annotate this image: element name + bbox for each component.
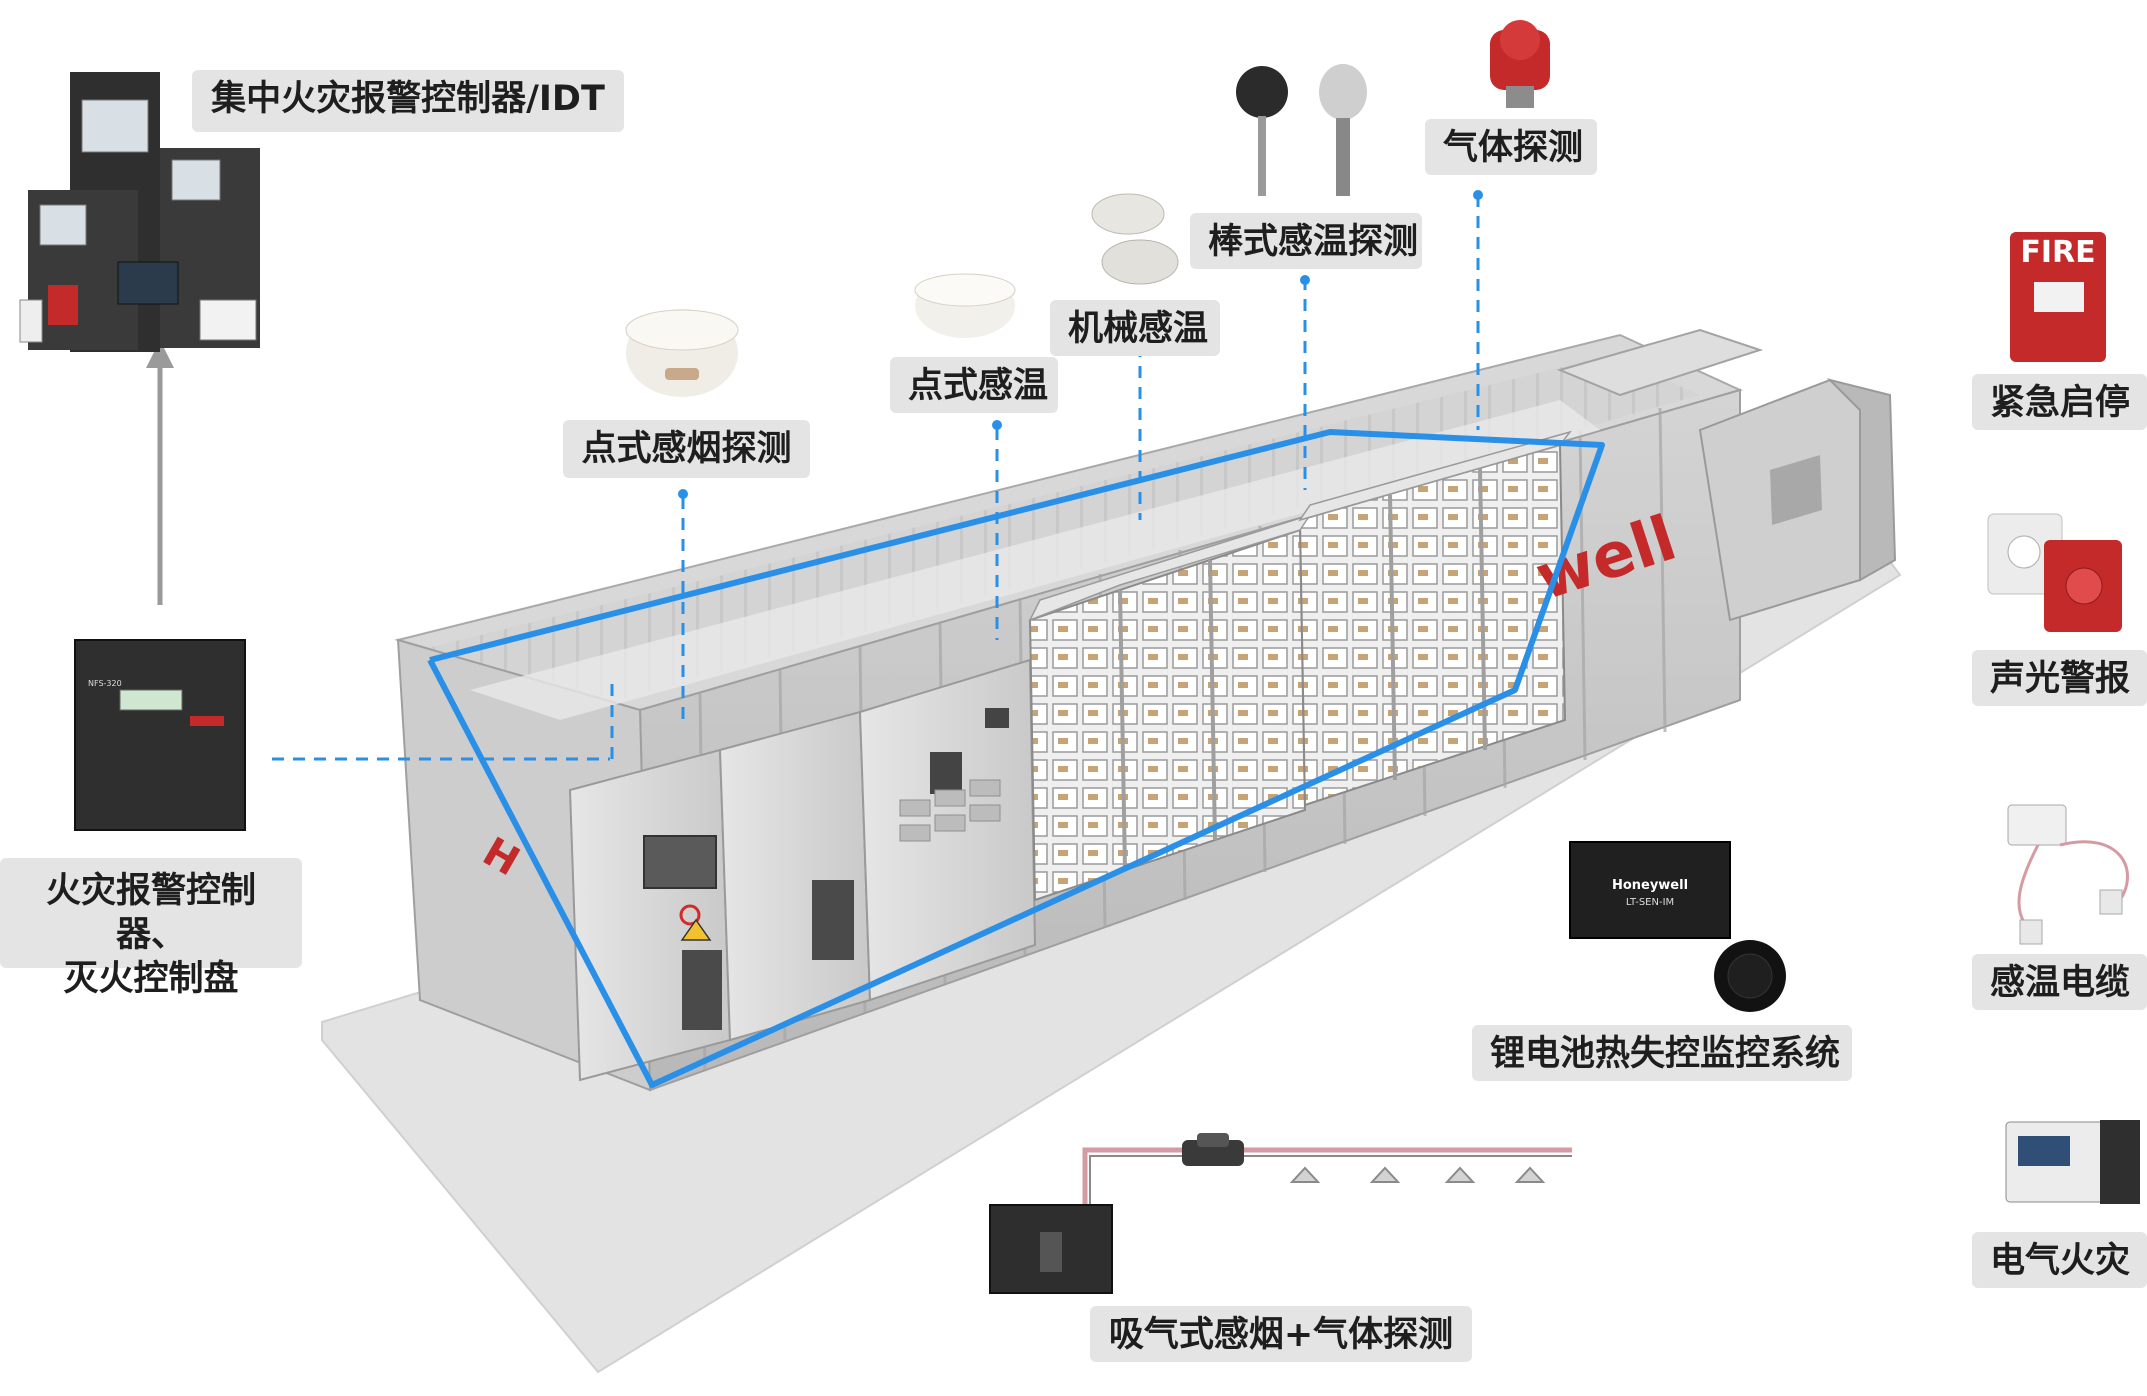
- label-fire-panel-line1: 火灾报警控制器、: [45, 871, 256, 955]
- svg-text:Honeywell: Honeywell: [1612, 878, 1688, 893]
- rod-heat-detector-image: [1236, 64, 1367, 196]
- manual-call-point-image: FIRE: [2010, 232, 2106, 362]
- label-heat-cable: 感温电缆: [1972, 954, 2147, 1010]
- upward-arrow: [146, 340, 174, 605]
- label-fire-panel: 火灾报警控制器、 灭火控制盘: [0, 858, 302, 999]
- electrical-fire-monitor-image: [2005, 1120, 2140, 1204]
- label-electrical-fire: 电气火灾: [1972, 1232, 2147, 1288]
- heat-cable-image: [2007, 804, 2129, 945]
- label-fire-panel-line2: 灭火控制盘: [63, 958, 239, 999]
- aspirating-pipe: [1082, 1133, 1572, 1208]
- label-rod-heat: 棒式感温探测: [1190, 213, 1422, 269]
- li-battery-monitor-device: Honeywell LT-SEN-IM: [1569, 841, 1786, 1012]
- svg-text:FIRE: FIRE: [2020, 235, 2095, 270]
- hvac-units: [1556, 328, 1897, 622]
- label-li-battery-monitor: 锂电池热失控监控系统: [1472, 1025, 1852, 1081]
- label-spot-heat: 点式感温: [890, 357, 1058, 413]
- label-emergency-stop: 紧急启停: [1972, 374, 2147, 430]
- protected-zone-outline: [427, 429, 1605, 1088]
- label-smoke-detector: 点式感烟探测: [563, 420, 810, 478]
- fire-alarm-panel: NFS-320: [74, 639, 246, 831]
- mechanical-heat-detector-image: [1091, 193, 1179, 285]
- central-controller-cabinets: [19, 72, 260, 352]
- label-central-controller: 集中火灾报警控制器/IDT: [192, 70, 624, 132]
- svg-text:NFS-320: NFS-320: [88, 679, 122, 688]
- power-cabinets: [568, 658, 1037, 1082]
- gas-detector-image: [1490, 20, 1550, 108]
- smoke-detector-image: [625, 309, 739, 397]
- battery-racks: [1028, 430, 1572, 902]
- spot-heat-detector-image: [914, 273, 1016, 338]
- label-gas-detection: 气体探测: [1425, 119, 1597, 175]
- label-sound-light-alarm: 声光警报: [1972, 650, 2147, 706]
- svg-text:LT-SEN-IM: LT-SEN-IM: [1626, 897, 1674, 908]
- label-aspirating: 吸气式感烟+气体探测: [1090, 1306, 1472, 1362]
- aspirating-detector-unit: [989, 1204, 1113, 1294]
- sounder-strobe-image: [1987, 513, 2122, 632]
- dashed-connectors: [272, 195, 1480, 761]
- label-mechanical-heat: 机械感温: [1050, 300, 1220, 356]
